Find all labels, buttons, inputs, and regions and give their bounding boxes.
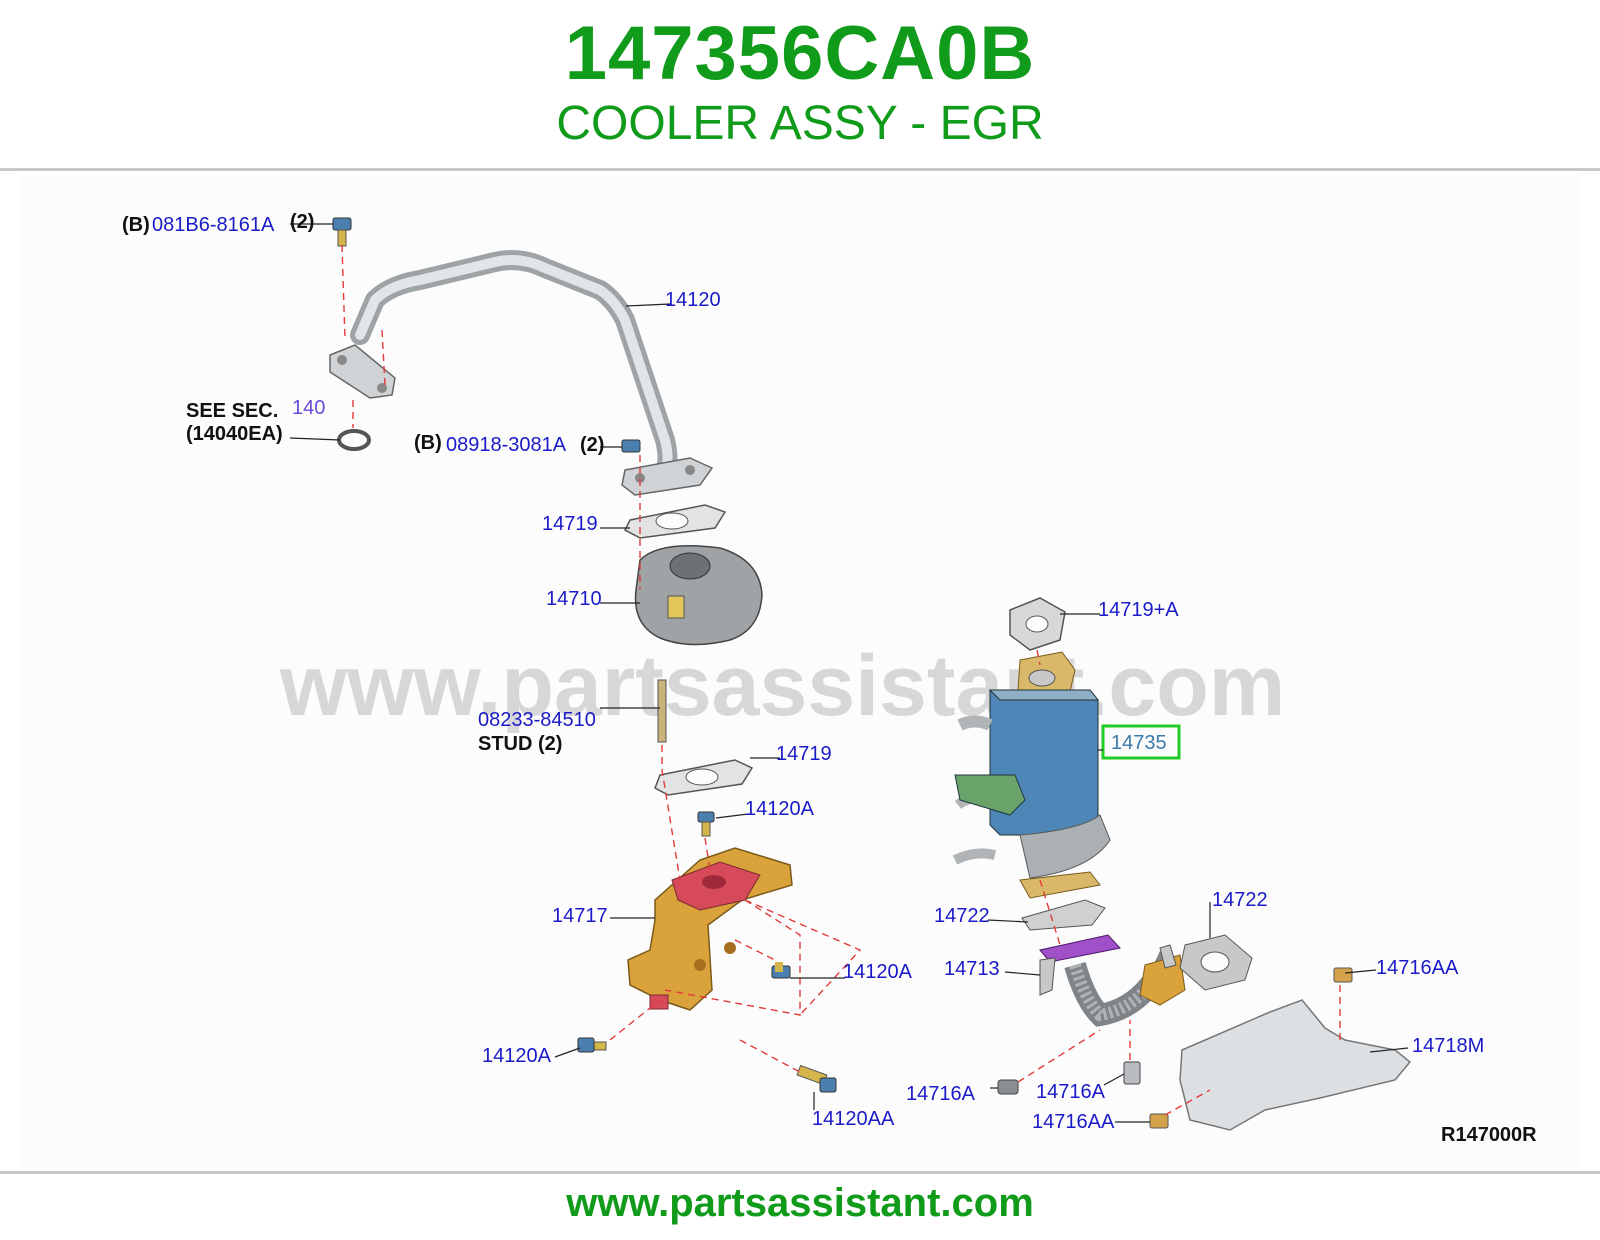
egr-tube-14713-shape	[1039, 934, 1186, 1027]
callout-081b6-8161a[interactable]: 081B6-8161A	[152, 214, 275, 236]
callout-14120a-right[interactable]: 14120A	[843, 961, 913, 983]
bolt-14120a-left-icon	[577, 1037, 607, 1053]
page-header: 147356CA0B COOLER ASSY - EGR	[0, 0, 1600, 168]
callout-14120a-top[interactable]: 14120A	[745, 798, 815, 820]
bolt-14120aa-icon	[796, 1064, 837, 1093]
bolt-14716a-left-icon	[997, 1079, 1019, 1095]
part-number-title: 147356CA0B	[564, 11, 1036, 96]
callout-qty-1: (2)	[290, 211, 314, 233]
callout-14120aa[interactable]: 14120AA	[812, 1108, 895, 1130]
callout-14735[interactable]: 14735	[1111, 732, 1167, 754]
callout-14719-lower[interactable]: 14719	[776, 743, 832, 765]
bolt-14716a-right-icon	[1123, 1061, 1141, 1085]
callout-14716a-left[interactable]: 14716A	[906, 1083, 976, 1105]
footer-divider	[0, 1171, 1600, 1174]
callout-14718m[interactable]: 14718M	[1412, 1035, 1484, 1057]
part-name-subtitle: COOLER ASSY - EGR	[556, 97, 1044, 150]
stud-shape	[657, 679, 667, 743]
callout-14717[interactable]: 14717	[552, 905, 608, 927]
callout-see-sec-num[interactable]: 140	[292, 397, 325, 419]
bolt-081b6-icon	[332, 217, 352, 247]
callout-b-prefix-1: (B)	[122, 214, 150, 236]
callout-08918-3081a[interactable]: 08918-3081A	[446, 434, 567, 456]
clamp-ring-icon	[337, 429, 371, 451]
egr-valve-14710-shape	[634, 544, 763, 646]
gasket-14722-a-shape	[1021, 899, 1106, 931]
callout-14722-right[interactable]: 14722	[1212, 889, 1268, 911]
callout-14719-upper[interactable]: 14719	[542, 513, 598, 535]
watermark-text: www.partsassistant.com	[279, 638, 1285, 734]
egr-cooler-14735-shape	[952, 651, 1111, 899]
callout-14716aa-bottom[interactable]: 14716AA	[1032, 1111, 1115, 1133]
leader-lines	[289, 223, 1409, 1123]
footer-url-link[interactable]: www.partsassistant.com	[566, 1181, 1034, 1225]
callout-see-sec-ref: (14040EA)	[186, 423, 283, 445]
highlight-box-14735	[1101, 724, 1181, 760]
callout-qty-2: (2)	[580, 434, 604, 456]
callout-see-sec: SEE SEC.	[186, 400, 278, 422]
bolt-14120a-right-icon	[771, 962, 791, 979]
callout-14120a-left[interactable]: 14120A	[482, 1045, 552, 1067]
heat-shield-14718m-shape	[1179, 999, 1412, 1131]
bolt-14716aa-top-icon	[1333, 967, 1353, 983]
callout-14722-left[interactable]: 14722	[934, 905, 990, 927]
callout-14716a-right[interactable]: 14716A	[1036, 1081, 1106, 1103]
callout-14710[interactable]: 14710	[546, 588, 602, 610]
nut-08918-icon	[621, 439, 641, 453]
callout-14120[interactable]: 14120	[665, 289, 721, 311]
callout-14716aa-top[interactable]: 14716AA	[1376, 957, 1459, 979]
header-divider	[0, 168, 1600, 171]
callout-14713[interactable]: 14713	[944, 958, 1000, 980]
diagram-area	[18, 174, 1580, 1168]
callout-14719a[interactable]: 14719+A	[1098, 599, 1179, 621]
bracket-14717-shape	[627, 847, 793, 1011]
assembly-dash-lines	[341, 244, 1341, 1116]
diagram-code: R147000R	[1441, 1124, 1537, 1146]
egr-tube-14120	[329, 250, 714, 496]
bolt-14120a-top-icon	[697, 811, 715, 837]
bolt-14716aa-bottom-icon	[1149, 1113, 1169, 1129]
callout-08233-84510[interactable]: 08233-84510	[478, 709, 596, 731]
callout-b-prefix-2: (B)	[414, 432, 442, 454]
callout-stud-text: STUD (2)	[478, 733, 562, 755]
